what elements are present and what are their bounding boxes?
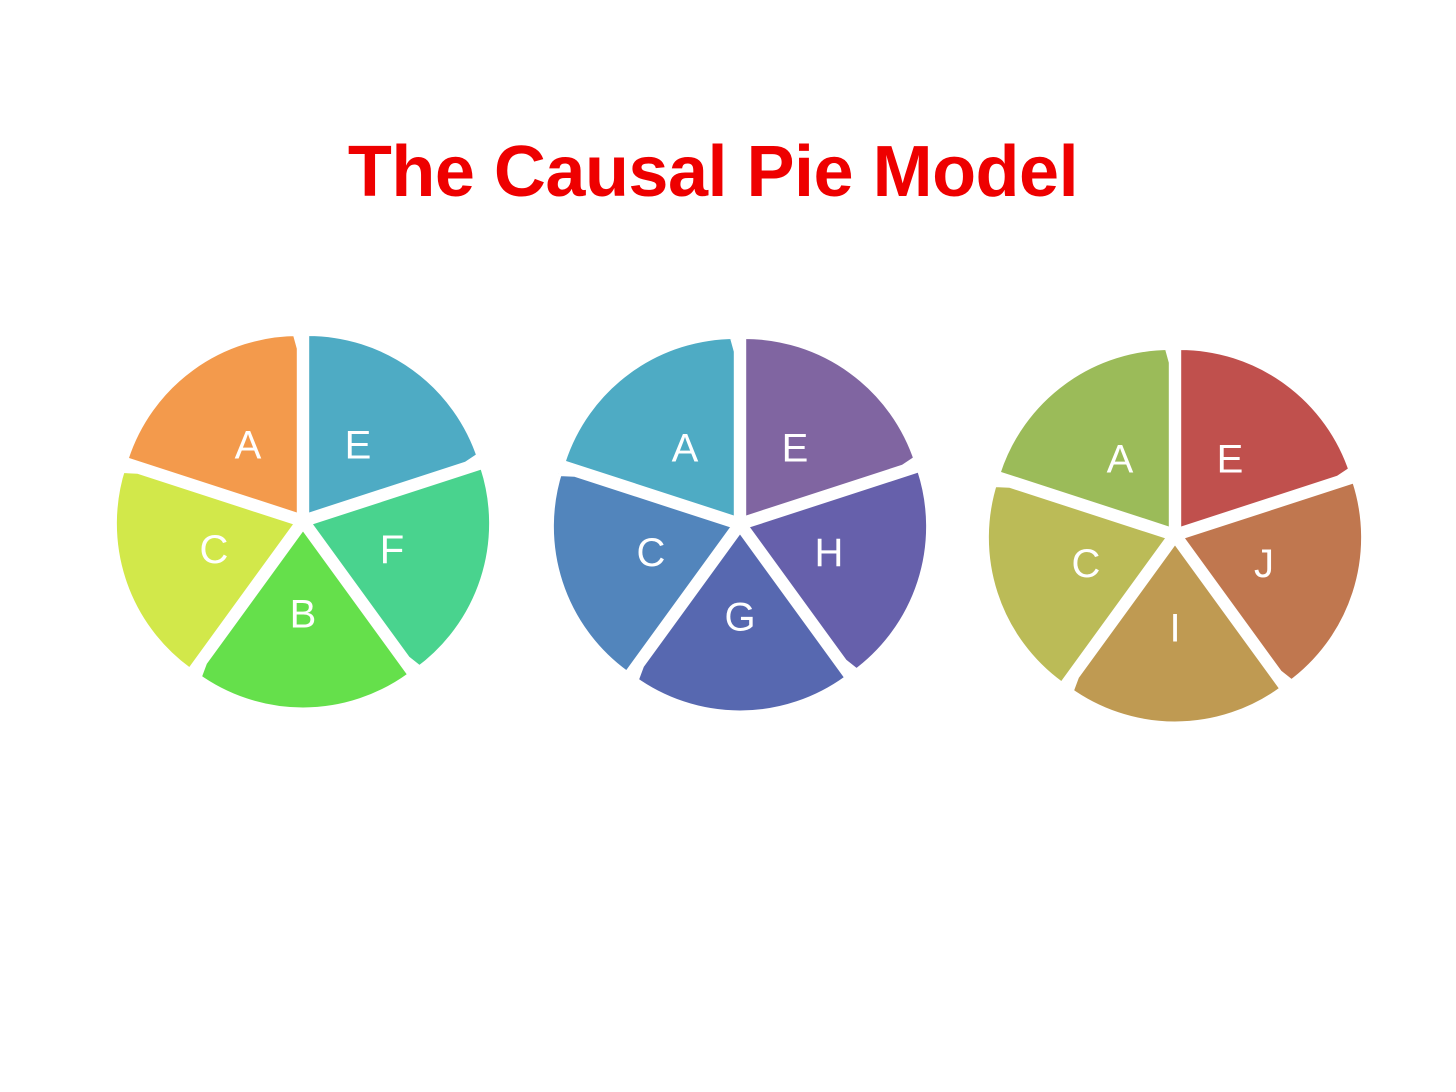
pie-1: A E F B C bbox=[111, 323, 493, 711]
pie-1-segment-c bbox=[111, 466, 297, 671]
pie-1-segment-a bbox=[125, 323, 300, 516]
pie-2-segment-e bbox=[743, 336, 925, 519]
pie-3-label-j: J bbox=[1254, 542, 1274, 586]
pie-2-label-a: A bbox=[672, 426, 699, 470]
pie-2-segment-h bbox=[746, 469, 930, 678]
pie-2-label-g: G bbox=[724, 596, 755, 640]
pie-1-segment-f bbox=[309, 466, 493, 675]
slide-title: The Causal Pie Model bbox=[347, 132, 1079, 212]
pie-1-segment-e bbox=[306, 333, 488, 516]
pie-3-label-i: I bbox=[1169, 607, 1180, 651]
pie-3-label-c: C bbox=[1072, 542, 1101, 586]
pie-2-segment-g bbox=[632, 530, 848, 714]
pie-3-segment-i bbox=[1067, 541, 1283, 725]
pie-2-label-e: E bbox=[782, 426, 809, 470]
pie-3-label-e: E bbox=[1217, 437, 1244, 481]
pie-1-segment-b bbox=[195, 527, 411, 711]
pie-1-label-a: A bbox=[235, 423, 262, 467]
pie-2-segment-c bbox=[548, 469, 734, 674]
pie-2: A E H G C bbox=[548, 326, 930, 714]
pie-2-label-h: H bbox=[815, 531, 844, 575]
pie-1-label-b: B bbox=[290, 593, 317, 637]
pie-3-segment-e bbox=[1178, 347, 1360, 530]
pie-3: A E J I C bbox=[983, 337, 1365, 725]
pie-1-label-e: E bbox=[345, 423, 372, 467]
pie-1-label-c: C bbox=[200, 528, 229, 572]
pie-3-label-a: A bbox=[1107, 437, 1134, 481]
pie-2-segment-a bbox=[562, 326, 737, 519]
pie-3-segment-c bbox=[983, 480, 1169, 685]
pie-1-label-f: F bbox=[380, 528, 404, 572]
pie-2-label-c: C bbox=[637, 531, 666, 575]
pie-3-segment-a bbox=[997, 337, 1172, 530]
pie-3-segment-j bbox=[1181, 480, 1365, 689]
